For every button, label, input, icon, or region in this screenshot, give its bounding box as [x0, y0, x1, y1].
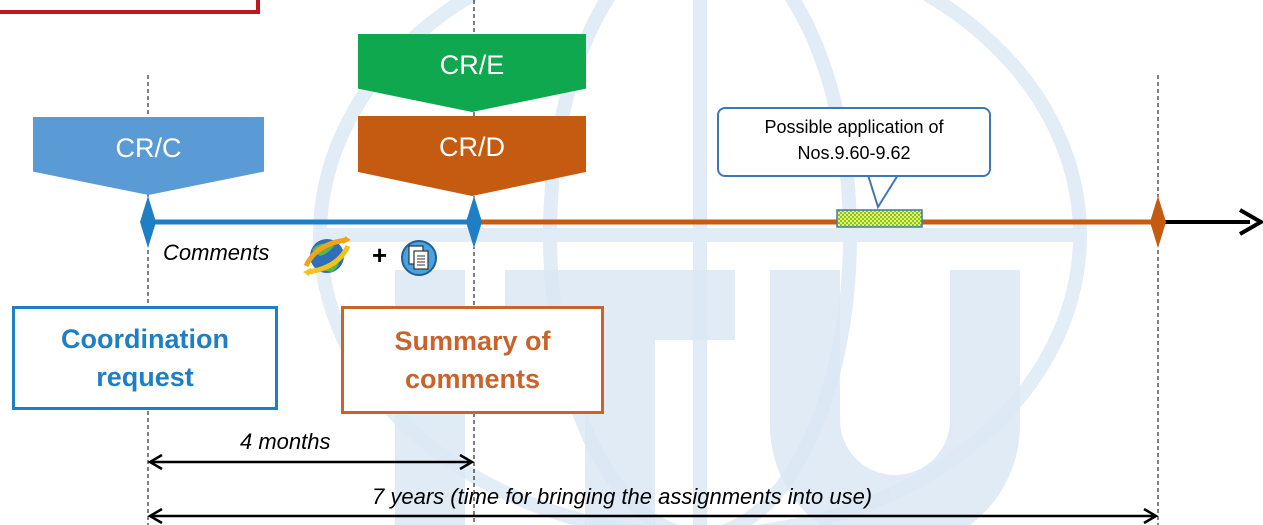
cr-d-text: CR/D — [439, 132, 505, 162]
coordination-line-2: request — [96, 362, 194, 392]
coordination-line-1: Coordination — [61, 324, 229, 354]
summary-line-1: Summary of — [394, 326, 551, 356]
comments-label: Comments — [163, 240, 270, 265]
red-frame-fragment — [0, 0, 260, 14]
plus-sign: + — [372, 240, 388, 270]
hatched-marker — [836, 209, 923, 228]
summary-line-2: comments — [404, 364, 541, 394]
itu-watermark — [313, 0, 1087, 525]
seven-years-label: 7 years (time for bringing the assignmen… — [372, 484, 873, 509]
summary-of-comments-box: Summary of comments — [341, 306, 604, 414]
globe-exchange-icon — [303, 236, 351, 276]
cr-e-text: CR/E — [439, 50, 505, 80]
possible-application-callout: Possible application of Nos.9.60-9.62 — [717, 107, 991, 177]
seven-years-arrow — [147, 507, 1159, 525]
diamond-end — [1150, 196, 1166, 248]
diamond-cr-d — [466, 196, 482, 248]
diamond-cr-c — [140, 196, 156, 248]
callout-line-2: Nos.9.60-9.62 — [797, 143, 911, 163]
coordination-request-box: Coordination request — [12, 306, 278, 410]
cr-c-text: CR/C — [115, 133, 182, 163]
four-months-label: 4 months — [240, 429, 331, 454]
callout-line-1: Possible application of — [764, 117, 944, 137]
document-icon — [401, 240, 437, 276]
callout-pointer — [866, 174, 900, 210]
four-months-arrow — [147, 453, 475, 471]
timeline-arrowhead — [1239, 208, 1263, 236]
